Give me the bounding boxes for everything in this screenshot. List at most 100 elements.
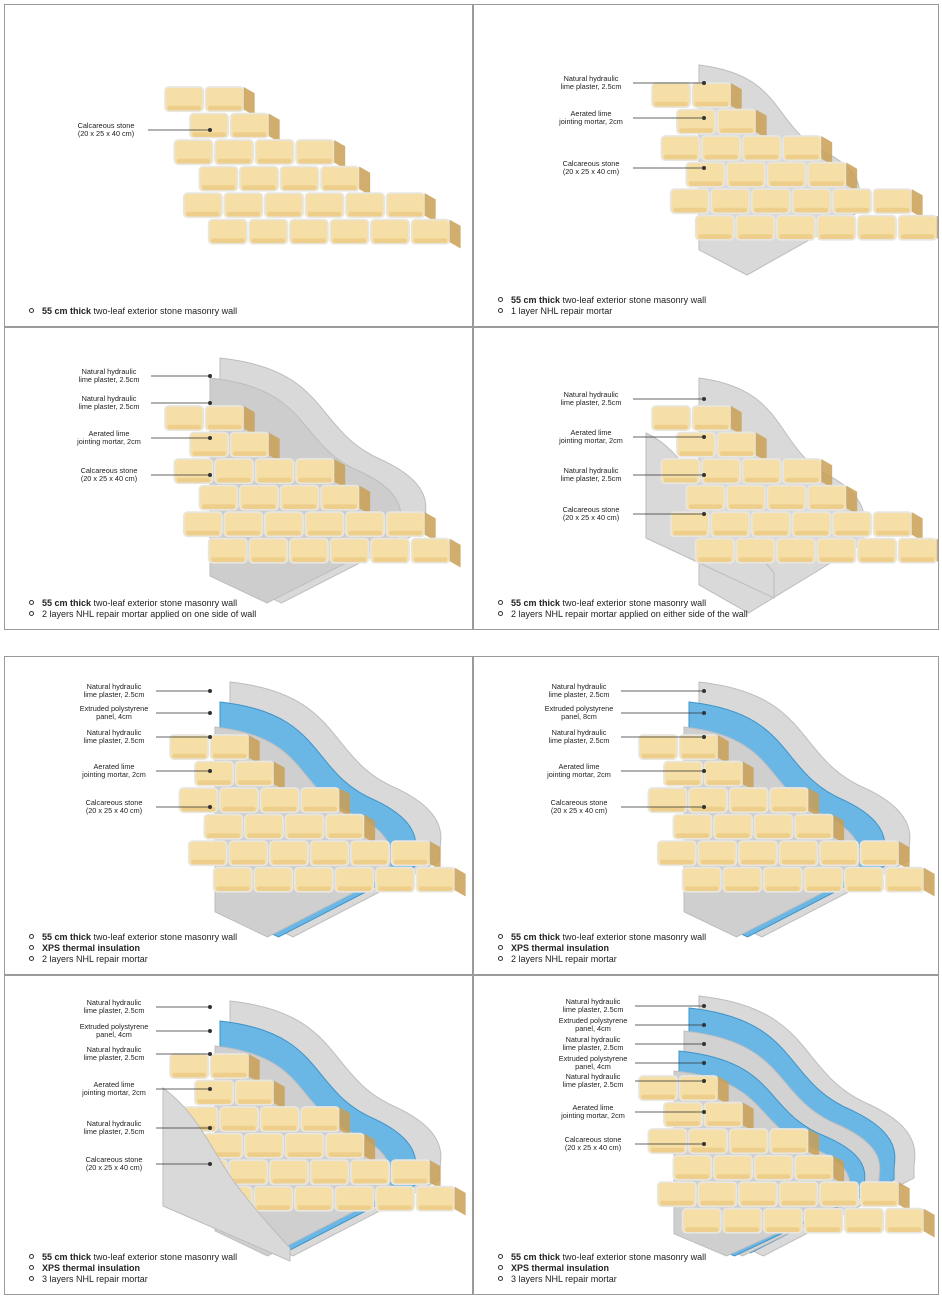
stone-block-shade	[323, 504, 357, 509]
callout-line-2: (20 x 25 x 40 cm)	[546, 514, 636, 522]
callout-line-2: lime plaster, 2.5cm	[548, 1081, 638, 1089]
stone-block-shade	[901, 234, 935, 239]
stone-block-shade	[729, 181, 763, 186]
stone-block-shade	[732, 807, 766, 812]
stone-block-shade	[888, 886, 922, 891]
stone-step-side	[334, 140, 345, 169]
stone-block-shade	[739, 557, 773, 562]
bullet-text: two-leaf exterior stone masonry wall	[560, 932, 706, 942]
leader-dot	[702, 1110, 706, 1114]
bullet-circle-icon	[29, 934, 34, 939]
leader-dot	[208, 436, 212, 440]
bullet-text: 3 layers NHL repair mortar	[42, 1274, 148, 1284]
stone-block-shade	[308, 531, 342, 536]
stone-block-shade	[822, 1201, 856, 1206]
stone-block-shade	[177, 159, 211, 164]
stone-block-shade	[283, 504, 317, 509]
bullet-circle-icon	[29, 956, 34, 961]
stone-step-side	[359, 167, 370, 196]
stone-block-shade	[227, 531, 261, 536]
stone-block-shade	[263, 1126, 297, 1131]
stone-step-side	[244, 87, 255, 116]
stone-block-shade	[695, 425, 729, 430]
callout-line-2: jointing mortar, 2cm	[69, 1089, 159, 1097]
leader-dot	[702, 769, 706, 773]
spec-bullet: 55 cm thick two-leaf exterior stone maso…	[498, 295, 706, 306]
stone-block-shade	[770, 504, 804, 509]
leader-dot	[702, 689, 706, 693]
stone-block-shade	[666, 780, 700, 785]
stone-block-shade	[785, 155, 819, 160]
stone-block-shade	[863, 1201, 897, 1206]
callout-label: Calcareous stone(20 x 25 x 40 cm)	[69, 799, 159, 815]
stone-step-side	[912, 189, 923, 218]
stone-block-shade	[297, 1205, 331, 1210]
stone-block-shade	[288, 1152, 322, 1157]
stone-block-shade	[779, 557, 813, 562]
callout-label: Extruded polystyrenepanel, 4cm	[548, 1017, 638, 1033]
leader-dot	[702, 512, 706, 516]
stone-block-shade	[298, 478, 332, 483]
stone-block-shade	[888, 1227, 922, 1232]
wall-panel-2: Natural hydrauliclime plaster, 2.5cmAera…	[473, 4, 939, 327]
spec-bullet: XPS thermal insulation	[29, 1263, 140, 1274]
leader-dot	[208, 1087, 212, 1091]
stone-block-shade	[172, 754, 206, 759]
callout-line-2: lime plaster, 2.5cm	[69, 691, 159, 699]
stone-block-shade	[835, 208, 869, 213]
leader-dot	[702, 805, 706, 809]
stone-block-shade	[328, 1152, 362, 1157]
stone-block-shade	[414, 238, 448, 243]
bullet-text: two-leaf exterior stone masonry wall	[91, 306, 237, 316]
leader-dot	[208, 1126, 212, 1130]
callout-line-2: panel, 4cm	[69, 713, 159, 721]
callout-line-2: lime plaster, 2.5cm	[548, 1006, 638, 1014]
leader-dot	[208, 1005, 212, 1009]
stone-wall	[165, 87, 461, 248]
spec-bullet: 55 cm thick two-leaf exterior stone maso…	[498, 932, 706, 943]
stone-block-shade	[247, 833, 281, 838]
stone-block-shade	[741, 860, 775, 865]
callout-line-2: lime plaster, 2.5cm	[546, 83, 636, 91]
callout-label: Natural hydrauliclime plaster, 2.5cm	[548, 998, 638, 1014]
callout-line-2: (20 x 25 x 40 cm)	[61, 130, 151, 138]
callout-line-2: lime plaster, 2.5cm	[546, 399, 636, 407]
stone-block-shade	[757, 1174, 791, 1179]
bullet-circle-icon	[29, 600, 34, 605]
bullet-text: two-leaf exterior stone masonry wall	[560, 295, 706, 305]
stone-block-shade	[676, 1174, 710, 1179]
spec-bullet: 55 cm thick two-leaf exterior stone maso…	[29, 306, 237, 317]
wall-illustration	[474, 976, 939, 1295]
bullet-circle-icon	[498, 611, 503, 616]
stone-block-shade	[232, 1179, 266, 1184]
stone-block-shade	[714, 531, 748, 536]
stone-block-shade	[238, 780, 272, 785]
callout-label: Calcareous stone(20 x 25 x 40 cm)	[64, 467, 154, 483]
stone-block-shade	[745, 155, 779, 160]
leader-dot	[208, 1052, 212, 1056]
stone-block-shade	[682, 1095, 716, 1100]
stone-block-shade	[691, 807, 725, 812]
spec-bullet: 55 cm thick two-leaf exterior stone maso…	[498, 598, 706, 609]
spec-bullet: 55 cm thick two-leaf exterior stone maso…	[29, 598, 237, 609]
stone-block-shade	[664, 478, 698, 483]
bullet-circle-icon	[29, 1265, 34, 1270]
stone-block-shade	[233, 451, 267, 456]
bullet-bold-text: XPS thermal insulation	[42, 1263, 140, 1273]
spec-bullet: 2 layers NHL repair mortar applied on on…	[29, 609, 256, 620]
bullet-text: two-leaf exterior stone masonry wall	[560, 1252, 706, 1262]
stone-block-shade	[679, 128, 713, 133]
stone-block-shade	[323, 185, 357, 190]
stone-block-shade	[757, 833, 791, 838]
bullet-bold-text: 55 cm thick	[511, 932, 560, 942]
stone-block-shade	[729, 504, 763, 509]
callout-label: Natural hydrauliclime plaster, 2.5cm	[534, 729, 624, 745]
leader-dot	[208, 128, 212, 132]
stone-block-shade	[689, 504, 723, 509]
stone-block-shade	[348, 212, 382, 217]
callout-line-2: jointing mortar, 2cm	[534, 771, 624, 779]
